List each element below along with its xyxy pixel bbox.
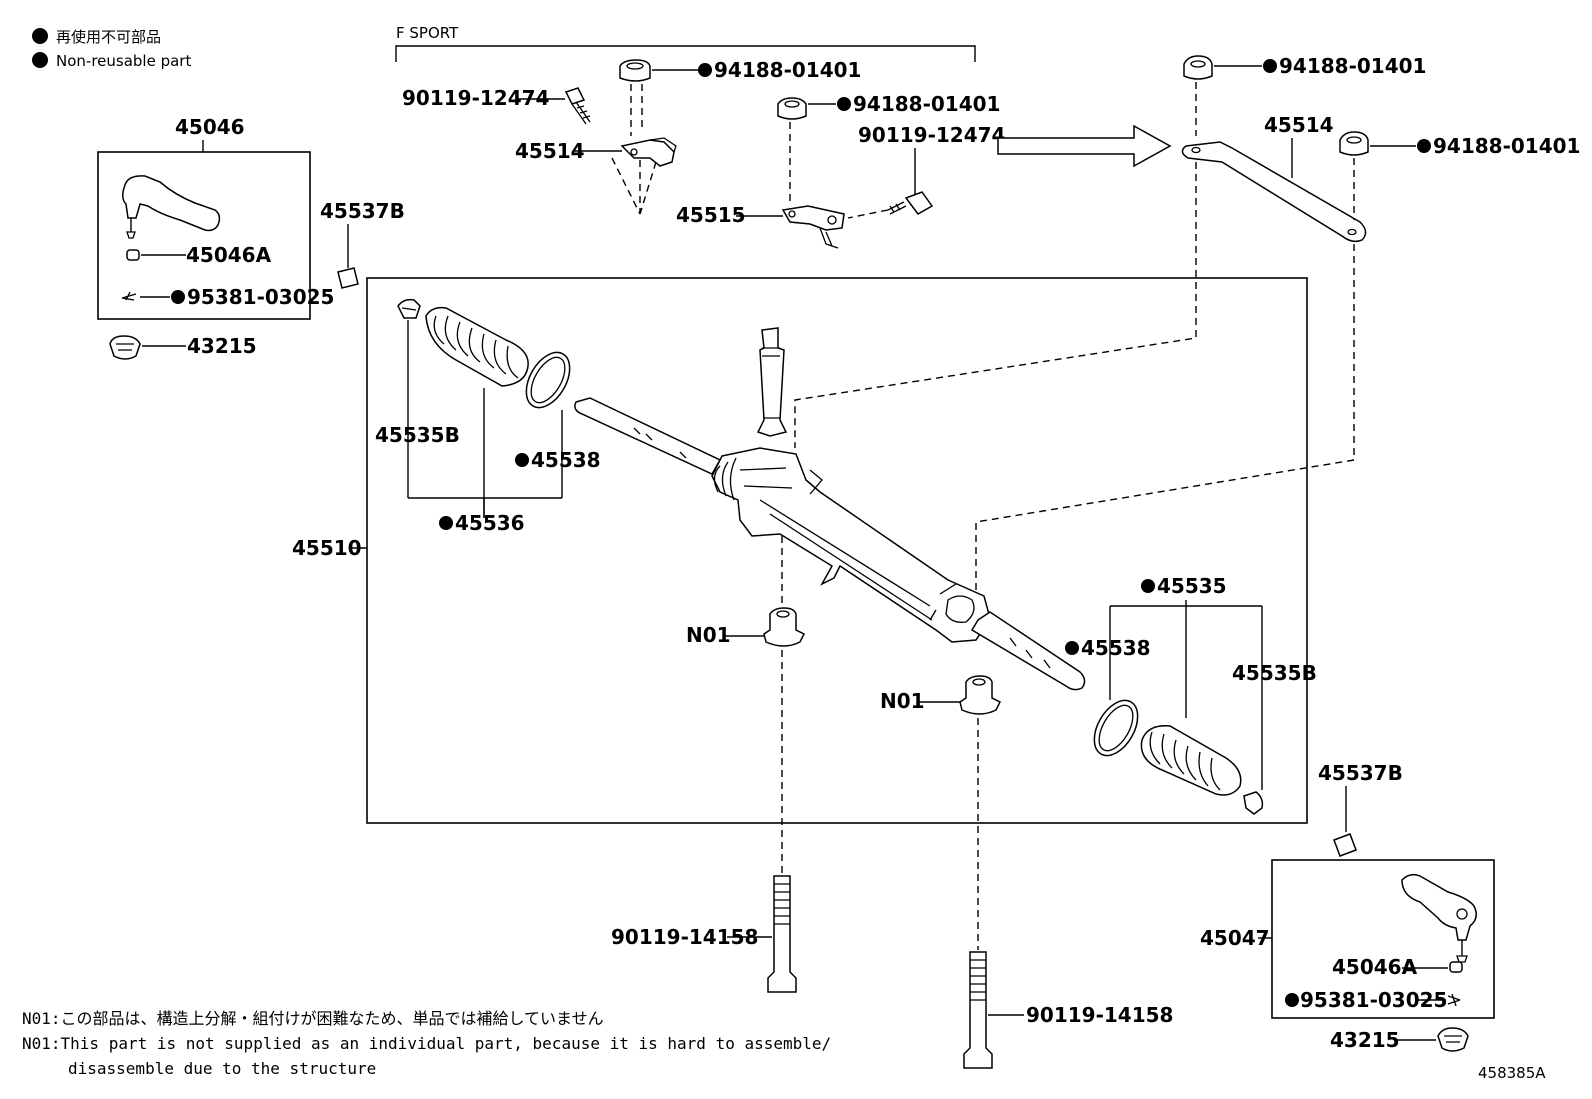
grommet-icon — [109, 335, 141, 360]
lock-nut-icon — [337, 267, 359, 289]
part-label-95381-left: 95381-03025 — [187, 285, 334, 309]
part-label-94188-c: 94188-01401 — [1279, 54, 1426, 78]
left-boot-group: 45535B 45538 45536 — [375, 298, 601, 535]
part-label-45538-right: 45538 — [1081, 636, 1151, 660]
pinion-shaft-icon — [756, 327, 788, 437]
part-label-45537B-right: 45537B — [1318, 761, 1403, 785]
part-label-94188-b: 94188-01401 — [853, 92, 1000, 116]
steering-boot-icon — [425, 306, 529, 387]
part-label-45538-left: 45538 — [531, 448, 601, 472]
legend: 再使用不可部品 Non-reusable part — [32, 28, 191, 70]
cotter-pin-icon — [121, 291, 137, 301]
part-label-94188-a: 94188-01401 — [714, 58, 861, 82]
nut-45537B-right-group: 45537B — [1318, 761, 1403, 857]
part-label-45535B-right: 45535B — [1232, 661, 1317, 685]
part-label-90119-14158-b: 90119-14158 — [1026, 1003, 1173, 1027]
part-label-43215-left: 43215 — [187, 334, 257, 358]
boot-band-icon — [525, 351, 571, 409]
strut-bracket-group: 94188-01401 45514 94188-01401 — [1181, 54, 1580, 243]
nut-45537B-left-group: 45537B — [320, 199, 405, 289]
right-boot-group: 45535 45538 45535B — [1065, 574, 1317, 815]
tie-rod-end-left-group: 45046 45046A 95381-03025 — [97, 115, 334, 320]
boot-clamp-icon — [1243, 791, 1264, 815]
lock-nut-icon — [1333, 833, 1357, 857]
stay-rod-icon — [1181, 141, 1367, 243]
long-bolt-icon — [767, 875, 797, 993]
nut-icon — [1449, 961, 1463, 973]
boot-band-icon — [1093, 699, 1139, 757]
part-label-45535B-left: 45535B — [375, 423, 460, 447]
f-sport-group: F SPORT — [395, 24, 976, 62]
part-label-N01-b: N01 — [880, 689, 925, 713]
legend-en: Non-reusable part — [56, 52, 191, 70]
bushing-icon — [959, 675, 1002, 715]
nut-icon — [126, 249, 140, 261]
note-en-line2: disassemble due to the structure — [68, 1059, 376, 1078]
part-label-45514-b: 45514 — [1264, 113, 1334, 137]
part-label-45046A-left: 45046A — [186, 243, 272, 267]
part-label-94188-d: 94188-01401 — [1433, 134, 1580, 158]
inner-tie-rod-right-icon — [970, 611, 1086, 691]
grommet-right-group: 43215 — [1330, 1027, 1469, 1052]
bolt-90119-14158-a-group: 90119-14158 — [611, 875, 797, 993]
bolt-icon — [904, 191, 934, 215]
arrow-right-icon — [997, 124, 1172, 168]
tie-rod-end-right-box — [1271, 859, 1495, 1019]
steering-boot-icon — [1140, 725, 1242, 796]
bushing-icon — [763, 607, 806, 647]
part-label-90119-14158-a: 90119-14158 — [611, 925, 758, 949]
notes: N01:この部品は、構造上分解・組付けが困難なため、単品では補給していません N… — [22, 1009, 831, 1078]
part-label-45536: 45536 — [455, 511, 525, 535]
bushing-N01-a-group: N01 — [686, 607, 806, 876]
bracket-icon — [620, 139, 675, 167]
part-label-45046: 45046 — [175, 115, 245, 139]
part-label-43215-right: 43215 — [1330, 1028, 1400, 1052]
tie-rod-end-left-icon — [122, 175, 221, 232]
part-label-45514-a: 45514 — [515, 139, 585, 163]
part-label-45537B-left: 45537B — [320, 199, 405, 223]
note-jp: N01:この部品は、構造上分解・組付けが困難なため、単品では補給していません — [22, 1009, 604, 1028]
grommet-icon — [1437, 1027, 1469, 1052]
f-sport-label: F SPORT — [396, 24, 459, 42]
grommet-left-group: 43215 — [109, 334, 257, 360]
part-label-45515: 45515 — [676, 203, 746, 227]
f-sport-parts: 90119-12474 94188-01401 45514 94188-0140… — [402, 58, 1005, 249]
tie-rod-end-right-icon — [1401, 873, 1477, 941]
part-label-90119-12474-a: 90119-12474 — [402, 86, 549, 110]
cotter-pin-icon — [1447, 993, 1461, 1007]
bushing-N01-b-group: N01 — [880, 675, 1002, 950]
bolt-90119-14158-b-group: 90119-14158 — [963, 951, 1173, 1069]
rack-housing-icon — [711, 447, 991, 643]
legend-jp: 再使用不可部品 — [56, 28, 161, 46]
figure-id: 458385A — [1478, 1064, 1546, 1082]
tie-rod-end-right-group: 45047 45046A 95381-03025 — [1200, 859, 1495, 1019]
non-reusable-dot-icon — [32, 28, 48, 44]
part-label-45046A-right: 45046A — [1332, 955, 1418, 979]
part-label-N01-a: N01 — [686, 623, 731, 647]
part-label-45047: 45047 — [1200, 926, 1270, 950]
note-en-line1: N01:This part is not supplied as an indi… — [22, 1034, 831, 1053]
long-bolt-icon — [963, 951, 993, 1069]
part-label-45510: 45510 — [292, 536, 362, 560]
tie-rod-end-left-box — [97, 151, 311, 320]
steering-rack-box — [366, 277, 1308, 824]
part-label-90119-12474-b: 90119-12474 — [858, 123, 1005, 147]
bolt-icon — [564, 87, 586, 105]
part-label-45535: 45535 — [1157, 574, 1227, 598]
steering-rack-assembly — [574, 327, 1086, 691]
bracket-icon — [781, 205, 845, 231]
non-reusable-dot-icon — [32, 52, 48, 68]
